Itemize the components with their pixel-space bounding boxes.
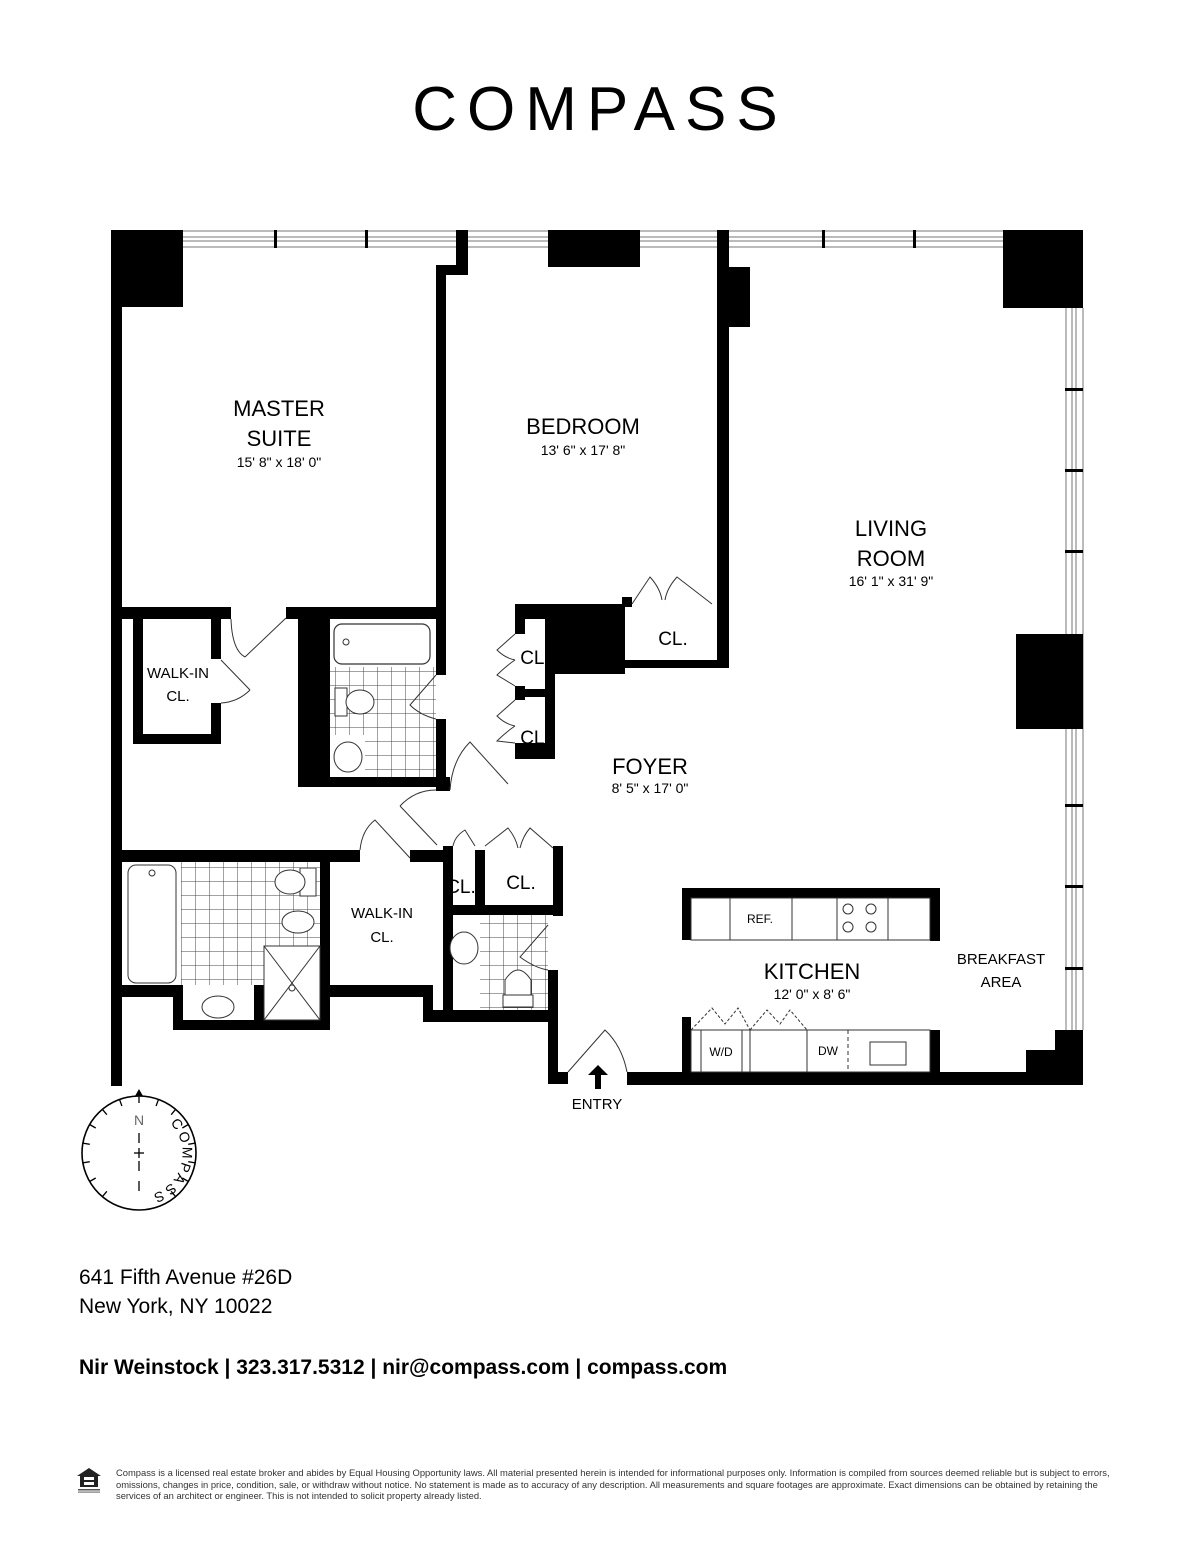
window-mullions-right (1065, 388, 1083, 970)
svg-text:WALK-IN: WALK-IN (147, 665, 209, 682)
svg-text:AREA: AREA (981, 974, 1022, 991)
sink-icon (333, 741, 363, 773)
bathtub-icon (333, 623, 431, 665)
svg-text:8' 5" x 17' 0": 8' 5" x 17' 0" (612, 780, 689, 796)
svg-text:WALK-IN: WALK-IN (351, 905, 413, 922)
window-mullions-top (274, 230, 916, 248)
label-walk-in-closet-2: WALK-IN CL. (351, 905, 413, 946)
bidet-icon (281, 910, 315, 934)
svg-text:BREAKFAST: BREAKFAST (957, 951, 1045, 968)
address-line-1: 641 Fifth Avenue #26D (79, 1266, 293, 1289)
appliance-doors (690, 1007, 808, 1031)
svg-text:KITCHEN: KITCHEN (764, 959, 861, 984)
toilet-icon (502, 969, 534, 1008)
svg-text:12' 0" x 8' 6": 12' 0" x 8' 6" (774, 986, 851, 1002)
label-closet: CL. (520, 728, 550, 749)
legal-disclaimer: Compass is a licensed real estate broker… (116, 1467, 1110, 1501)
label-closet: CL. (520, 648, 550, 669)
compass-logo: COMPASS (0, 75, 1200, 150)
master-bath-2 (122, 862, 321, 1021)
room-label-master-suite: MASTER SUITE 15' 8" x 18' 0" (233, 396, 325, 470)
label-washer-dryer: W/D (709, 1045, 733, 1059)
svg-text:FOYER: FOYER (612, 754, 688, 779)
room-label-kitchen: KITCHEN 12' 0" x 8' 6" (764, 959, 861, 1002)
label-closet: CL. (506, 873, 536, 894)
label-entry: ENTRY (572, 1096, 623, 1113)
room-label-living-room: LIVING ROOM 16' 1" x 31' 9" (849, 516, 934, 589)
label-walk-in-closet-1: WALK-IN CL. (147, 665, 209, 705)
powder-room (449, 915, 548, 1010)
label-closet: CL. (446, 877, 476, 898)
label-refrigerator: REF. (747, 912, 773, 926)
master-bath-1 (330, 623, 436, 777)
svg-text:15' 8" x 18' 0": 15' 8" x 18' 0" (237, 454, 322, 470)
kitchen-sink-icon (869, 1041, 907, 1066)
north-compass-rose-icon: N COMPASS (81, 1089, 197, 1211)
svg-text:N: N (134, 1112, 144, 1128)
floor-plan: MASTER SUITE 15' 8" x 18' 0" BEDROOM 13'… (81, 230, 1084, 1211)
svg-text:CL.: CL. (370, 929, 393, 946)
room-label-bedroom: BEDROOM 13' 6" x 17' 8" (526, 414, 640, 458)
label-closet: CL. (658, 629, 688, 650)
toilet-icon (274, 867, 317, 897)
svg-text:13' 6" x 17' 8": 13' 6" x 17' 8" (541, 442, 626, 458)
compass-logo-mark: COMPASS (412, 75, 787, 144)
svg-text:COMPASS: COMPASS (412, 80, 787, 140)
address-line-2: New York, NY 10022 (79, 1295, 273, 1318)
svg-text:COMPASS: COMPASS (149, 1115, 195, 1207)
room-label-breakfast-area: BREAKFAST AREA (957, 951, 1045, 991)
equal-housing-opportunity-icon (77, 1468, 101, 1493)
room-label-foyer: FOYER 8' 5" x 17' 0" (612, 754, 689, 796)
svg-text:ROOM: ROOM (857, 546, 925, 571)
sink-icon (449, 931, 479, 965)
kitchen-counters (690, 897, 931, 1073)
doors (220, 576, 713, 1073)
svg-text:CL.: CL. (166, 688, 189, 705)
agent-contact-line: Nir Weinstock | 323.317.5312 | nir@compa… (79, 1356, 728, 1379)
bathtub-icon (127, 864, 177, 984)
label-dishwasher: DW (818, 1044, 839, 1058)
entry-arrow-icon (588, 1065, 608, 1089)
svg-text:BEDROOM: BEDROOM (526, 414, 640, 439)
sink-icon (201, 995, 235, 1019)
toilet-icon (334, 687, 375, 717)
walls (111, 230, 1083, 1086)
listing-address: 641 Fifth Avenue #26D New York, NY 10022 (79, 1263, 292, 1321)
svg-text:SUITE: SUITE (247, 426, 312, 451)
cooktop-icon (842, 903, 877, 933)
svg-text:LIVING: LIVING (855, 516, 927, 541)
svg-text:16' 1" x 31' 9": 16' 1" x 31' 9" (849, 573, 934, 589)
svg-text:MASTER: MASTER (233, 396, 325, 421)
